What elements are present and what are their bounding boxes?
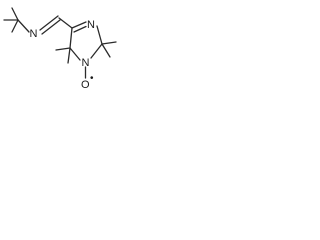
bond-c5-methyl-down: [67, 47, 71, 64]
bond-imine-double-2: [41, 19, 61, 35]
imine-group: [39, 15, 73, 35]
c2-methyls: [101, 41, 117, 58]
bond-c2-n1: [90, 43, 103, 59]
imine-nitrogen-label: N: [30, 28, 38, 40]
imidazoline-ring: [69, 21, 103, 61]
tert-butyl-group: [3, 7, 30, 33]
nitroxide-nitrogen-label: N: [82, 57, 90, 69]
bond-c4-n3-double-b: [73, 25, 87, 33]
bond-imine-double-1: [39, 15, 59, 31]
bond-tbu-methyl-top: [11, 7, 19, 21]
bond-c4-n3-double-a: [71, 21, 87, 29]
bond-c5-methyl-left: [55, 47, 71, 51]
bond-c2-methyl-down: [101, 43, 111, 58]
bond-c4-c5: [69, 27, 73, 49]
ring-nitrogen-label: N: [87, 19, 95, 31]
oxygen-label: O: [81, 79, 90, 91]
bond-tbu-methyl-bottom: [11, 19, 19, 33]
radical-dot: •: [90, 73, 94, 84]
bond-tbu-to-nitrogen: [17, 19, 30, 33]
chemical-structure: N N N O •: [3, 7, 117, 91]
bond-n1-c5: [69, 47, 81, 61]
bond-n3-c2: [96, 25, 103, 45]
c5-methyls: [55, 47, 71, 64]
bond-c2-methyl-right: [101, 41, 117, 45]
bond-ch-to-ring: [58, 17, 73, 29]
